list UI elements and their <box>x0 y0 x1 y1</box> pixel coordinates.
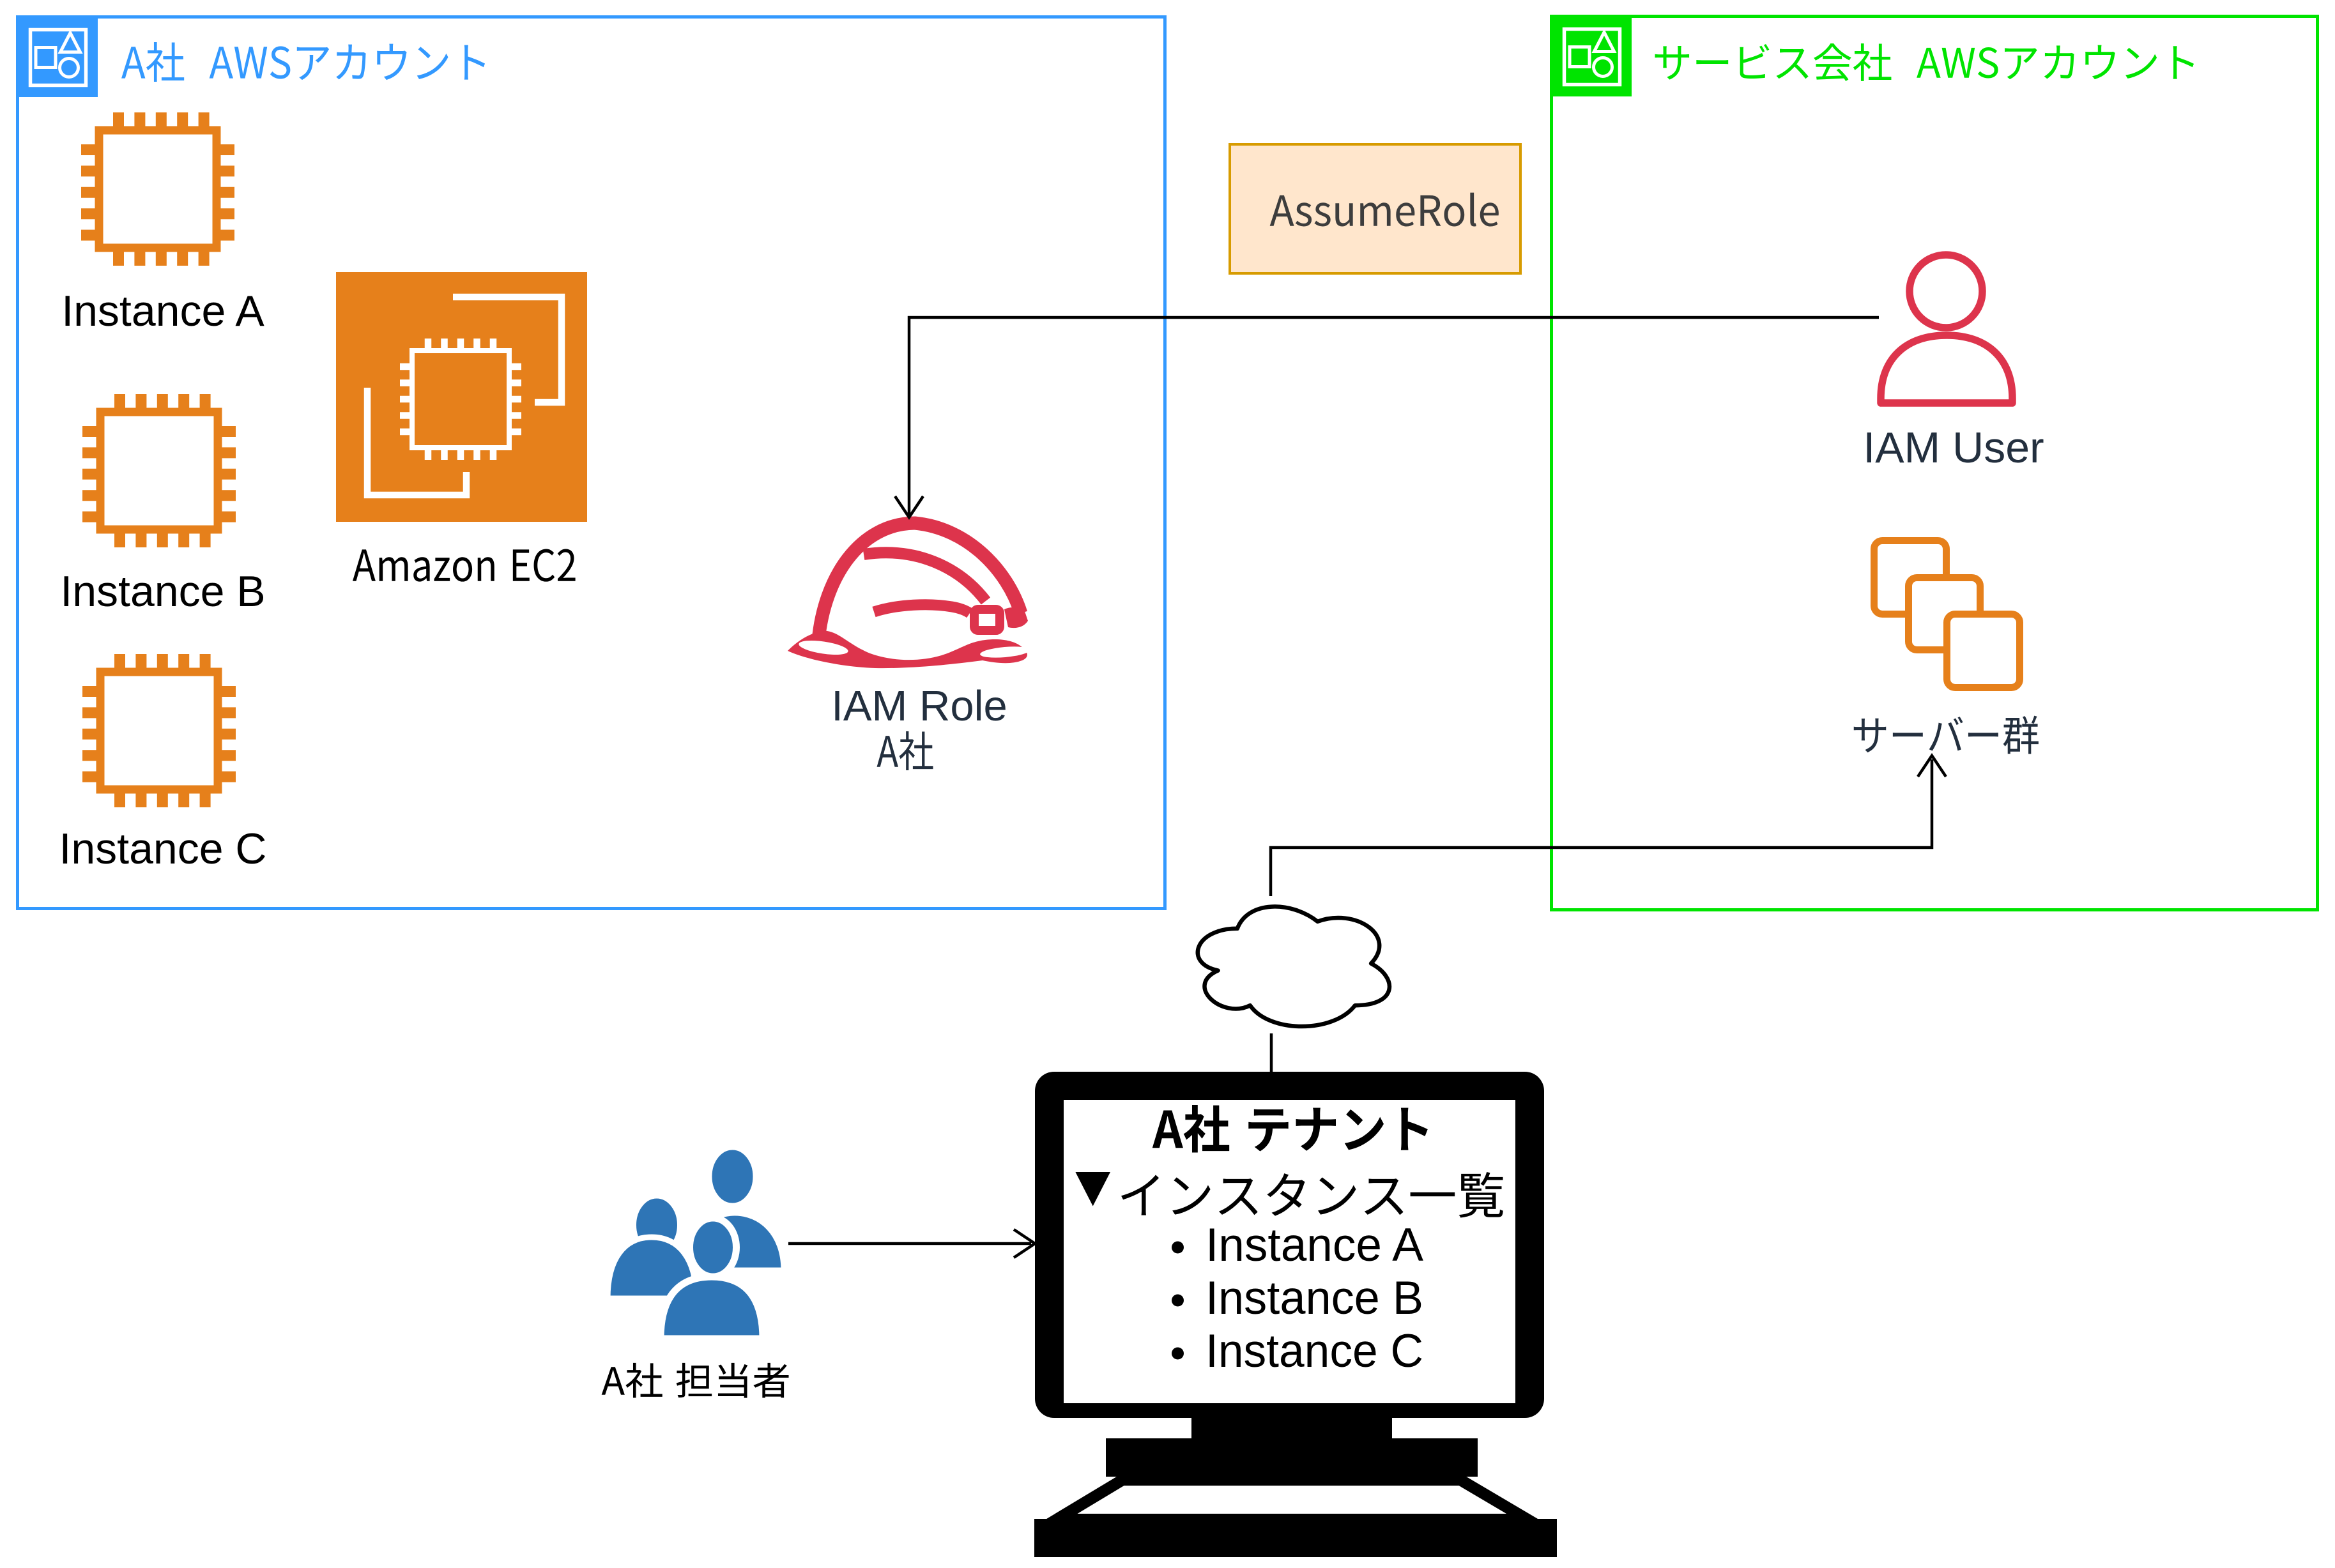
svg-text:Instance C: Instance C <box>1206 1324 1423 1377</box>
svg-text:Instance B: Instance B <box>60 567 265 616</box>
svg-text:Instance A: Instance A <box>1206 1218 1423 1271</box>
svg-text:Instance B: Instance B <box>1206 1271 1423 1324</box>
svg-text:Instance C: Instance C <box>59 825 266 873</box>
svg-text:IAM Role: IAM Role <box>831 682 1007 730</box>
svg-text:IAM User: IAM User <box>1863 423 2044 472</box>
svg-text:Instance A: Instance A <box>61 287 264 335</box>
